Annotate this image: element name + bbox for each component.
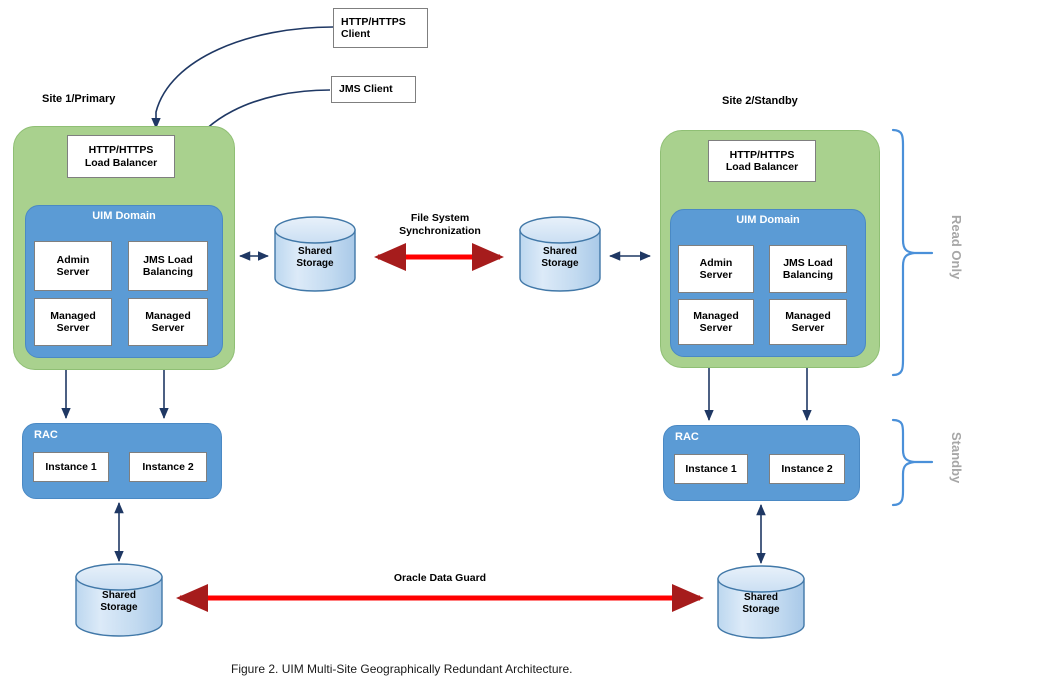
site-2-jms-load-balancing-box[interactable]: JMS Load Balancing <box>769 245 847 293</box>
read-only-brace-shape <box>891 128 934 377</box>
site-1-db-storage-label: Shared Storage <box>100 590 138 613</box>
standby-brace-shape <box>891 418 934 507</box>
site-2-db-storage-label: Shared Storage <box>742 592 780 615</box>
site1-domain-rac-arrows <box>61 370 169 419</box>
standby-brace-label: Standby <box>949 432 964 484</box>
file-system-sync-label: File System Synchronization <box>399 212 481 237</box>
site-2-instance-2-box[interactable]: Instance 2 <box>769 454 845 484</box>
figure-caption: Figure 2. UIM Multi-Site Geographically … <box>231 662 573 676</box>
site-1-instance-2-box[interactable]: Instance 2 <box>129 452 207 482</box>
site-2-instance-1-box[interactable]: Instance 1 <box>674 454 748 484</box>
site2-domain-rac-arrows <box>704 368 812 421</box>
site-1-jms-load-balancing-box[interactable]: JMS Load Balancing <box>128 241 208 291</box>
http-https-client-box[interactable]: HTTP/HTTPS Client <box>333 8 428 48</box>
site-2-managed-server-1-box[interactable]: Managed Server <box>678 299 754 345</box>
site-1-admin-server-box[interactable]: Admin Server <box>34 241 112 291</box>
jms-client-box[interactable]: JMS Client <box>331 76 416 103</box>
site-1-instance-1-box[interactable]: Instance 1 <box>33 452 109 482</box>
site-2-shared-storage-label: Shared Storage <box>541 246 579 269</box>
site-2-uim-domain-title: UIM Domain <box>736 214 800 226</box>
site-1-managed-server-2-box[interactable]: Managed Server <box>128 298 208 346</box>
site-1-title: Site 1/Primary <box>42 93 116 105</box>
site-1-load-balancer-box[interactable]: HTTP/HTTPS Load Balancer <box>67 135 175 178</box>
site-1-uim-domain-title: UIM Domain <box>92 210 156 222</box>
site-2-managed-server-2-box[interactable]: Managed Server <box>769 299 847 345</box>
client-connector-http <box>151 26 334 129</box>
site-1-shared-storage-label: Shared Storage <box>296 246 334 269</box>
site-1-managed-server-1-box[interactable]: Managed Server <box>34 298 112 346</box>
site-2-rac-title: RAC <box>675 431 699 443</box>
site-2-title: Site 2/Standby <box>722 95 798 107</box>
oracle-data-guard-label: Oracle Data Guard <box>393 572 487 584</box>
read-only-brace-label: Read Only <box>949 215 964 280</box>
site-2-admin-server-box[interactable]: Admin Server <box>678 245 754 293</box>
site-2-load-balancer-box[interactable]: HTTP/HTTPS Load Balancer <box>708 140 816 182</box>
site-1-rac-title: RAC <box>34 429 58 441</box>
